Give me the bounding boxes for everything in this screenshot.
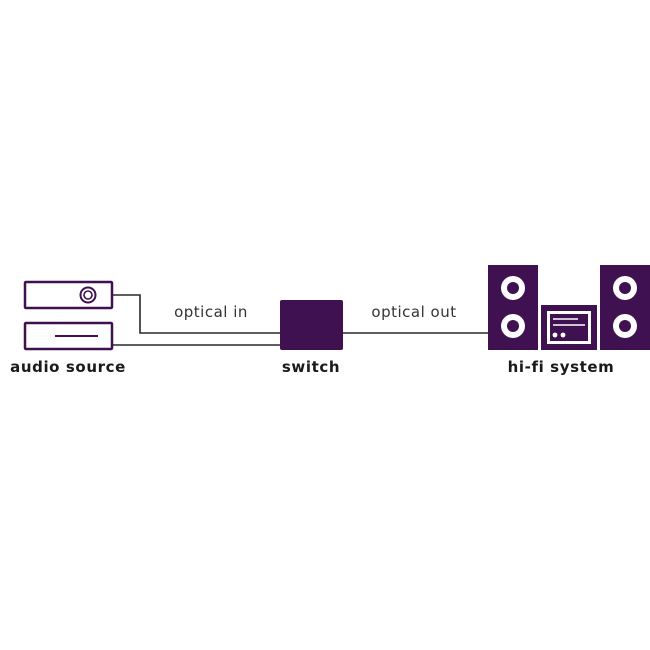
right-speaker-woofer-bottom-core xyxy=(619,320,631,332)
hifi-button-1-icon xyxy=(552,332,558,338)
source-knob-icon xyxy=(79,286,97,304)
hifi-system-icon xyxy=(488,265,650,350)
switch-box-icon xyxy=(280,300,343,350)
optical-in-label: optical in xyxy=(174,303,248,321)
optical-in-cable-upper xyxy=(113,294,280,334)
hifi-system-label: hi-fi system xyxy=(507,358,615,376)
right-speaker-woofer-top-core xyxy=(619,282,631,294)
switch-label: switch xyxy=(281,358,341,376)
left-speaker-woofer-top-core xyxy=(507,282,519,294)
hifi-button-2-icon xyxy=(560,332,566,338)
connection-lines xyxy=(113,294,488,346)
optical-out-label: optical out xyxy=(371,303,457,321)
audio-source-label: audio source xyxy=(10,358,126,376)
audio-source-stack-icon xyxy=(23,280,114,351)
source-knob-center-icon xyxy=(83,290,93,300)
left-speaker-woofer-bottom-core xyxy=(507,320,519,332)
source-device-top xyxy=(23,280,114,310)
